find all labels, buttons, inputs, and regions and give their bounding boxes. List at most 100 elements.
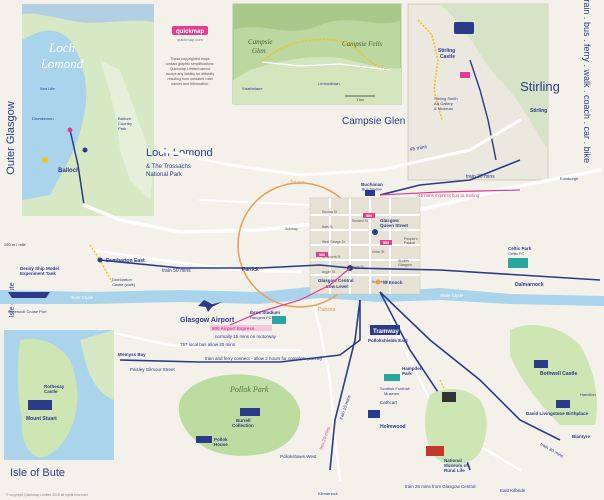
svg-text:& The Trossachs: & The Trossachs	[146, 164, 191, 170]
svg-text:names and information.: names and information.	[171, 82, 209, 86]
route-train-50: train 50 mins	[162, 268, 191, 274]
pollok-park: Pollok Park Burrell Collection Pollok Ho…	[178, 374, 301, 456]
ibrox-stadium[interactable]: Ibrox Stadium Rangers FC	[250, 310, 286, 324]
svg-text:Rangers FC: Rangers FC	[250, 315, 272, 320]
smith-gallery-label: Stirling Smith	[434, 96, 458, 101]
route-train-20: train 20 mins	[466, 174, 495, 180]
svg-text:Quickmap Limited cannot: Quickmap Limited cannot	[170, 67, 211, 71]
street-st-vincent: St Vincent St	[322, 255, 340, 259]
bothwell-park: Bothwell Castle David Livingstone Birthp…	[510, 325, 597, 425]
denny-ship-label: Denny Ship Model	[20, 266, 59, 271]
river-clyde-label: River Clyde	[70, 295, 94, 300]
campsie-glen-inset-label-2: Glen	[252, 47, 266, 55]
glasgow-queen-street[interactable]: Glasgow Queen Street	[372, 218, 409, 235]
holmwood[interactable]: Holmwood	[368, 410, 406, 430]
street-renfield: Renfield St	[352, 219, 368, 223]
scottish-football-label-2: Museum	[384, 391, 400, 396]
svg-text:Glasgow Airport: Glasgow Airport	[180, 317, 235, 324]
rothesay-label: Rothesay	[44, 384, 65, 389]
river-clyde: River Clyde River Clyde	[0, 286, 604, 306]
ship-icon	[8, 292, 50, 298]
svg-text:Queen Street: Queen Street	[380, 223, 409, 228]
peoples-palace-label: People's	[404, 237, 418, 241]
subway-label: Subway	[285, 227, 298, 231]
street-west-george: West George St	[322, 240, 345, 244]
tolaso-label: Tolaso	[290, 180, 305, 186]
stirling-castle-label: Stirling	[438, 48, 455, 54]
svg-text:Tramway: Tramway	[373, 329, 399, 335]
svg-text:Bus Station: Bus Station	[362, 187, 382, 192]
city-centre: Dundas St Bath St Renfield St West Georg…	[285, 182, 421, 295]
rothesay-label-2: Castle	[44, 389, 58, 394]
quickmap-logo[interactable]: quickmap quickmap.com	[172, 26, 208, 42]
isle-of-bute-inset: Rothesay Castle Mount Stuart	[4, 330, 114, 460]
quickmap-url[interactable]: quickmap.com	[177, 37, 203, 42]
strathblane-label: Strathblane	[242, 86, 263, 91]
svg-text:Glasgow: Glasgow	[380, 218, 399, 223]
svg-text:resulting from outdated road: resulting from outdated road	[168, 77, 213, 81]
svg-text:These copyrighted maps: These copyrighted maps	[170, 57, 210, 61]
stirling-castle-label-2: Castle	[440, 54, 455, 60]
svg-text:Celtic FC: Celtic FC	[508, 251, 525, 256]
blantyre-label: Blantyre	[572, 434, 591, 439]
partick-label: Partick	[242, 267, 259, 273]
svg-text:Low Level: Low Level	[326, 284, 348, 289]
svg-text:500: 500	[366, 214, 372, 218]
celtic-park[interactable]: Celtic Park Celtic FC	[508, 246, 532, 268]
campsie-fells-label: Campsie Fells	[342, 40, 383, 48]
campsie-glen-inset-label: Campsie	[248, 38, 273, 46]
national-museum-label-2: Museum of	[444, 463, 468, 468]
east-kilbride-label: East Kilbride	[500, 488, 526, 493]
sea-life-label: Sea Life	[40, 86, 55, 91]
paisley-label: Paisley Gilmour Street	[130, 367, 176, 372]
loch-lomond-lake-label: Loch	[48, 40, 75, 55]
cathcart-label: Cathcart	[380, 400, 398, 405]
svg-text:National Park: National Park	[146, 172, 183, 178]
route-train-ferry: train and ferry connect - allow 2 hours …	[205, 356, 323, 361]
edinburgh-label: Edinburgh	[560, 176, 578, 181]
dumbarton-castle-label: Dumbarton	[112, 277, 132, 282]
dubsea-label: Dubsea	[318, 307, 335, 313]
burrell-label-2: Collection	[232, 423, 254, 428]
badge-500-a	[363, 213, 375, 218]
outer-glasgow-label: Outer Glasgow	[5, 101, 17, 174]
airport-bus-label: 500 Airport Express	[212, 326, 255, 331]
svg-text:accept any liability for diffi: accept any liability for difficulty	[166, 72, 214, 76]
route-45-mins: 45 mins	[409, 144, 428, 153]
pollok-house-label: Pollok	[214, 437, 228, 442]
stirling-station-label: Stirling	[530, 108, 547, 114]
stirling-region-label: Stirling	[520, 79, 560, 94]
balloch-castle-label: Balloch	[118, 116, 131, 121]
pollok-house-label-2: House	[214, 442, 228, 447]
bus-routes	[229, 189, 521, 326]
svg-text:St Enoch: St Enoch	[383, 280, 403, 285]
national-museum-label: National	[444, 458, 462, 463]
buchanan-bus-station[interactable]: Buchanan Bus Station	[361, 182, 383, 196]
glasgow-airport[interactable]: Glasgow Airport	[180, 300, 235, 324]
motorway-label: normally 15 mins on motorway	[215, 334, 277, 339]
hampden-park[interactable]: Hampden Park	[384, 366, 423, 381]
balloch-castle-label-3: Park	[118, 126, 126, 131]
loch-lomond-lake-label-2: Lomond	[40, 56, 84, 71]
street-argyle: Argyle St	[322, 270, 335, 274]
footer-copyright: © copyright Quickmap Limited 2019 all ri…	[6, 493, 88, 497]
local-bus-label: 757 local bus allow 20 mins	[180, 342, 236, 347]
street-dundas: Dundas St	[322, 210, 337, 214]
badge-500-c	[316, 252, 328, 257]
tramway[interactable]: Tramway	[370, 325, 400, 335]
dumbarton-east[interactable]: Dumbarton East	[97, 257, 145, 265]
mount-stuart-label: Mount Stuart	[26, 416, 57, 422]
svg-text:Ibrox Stadium: Ibrox Stadium	[250, 310, 280, 315]
svg-text:Buchanan: Buchanan	[361, 182, 383, 187]
smith-gallery-label-2: Art Gallery	[434, 101, 453, 106]
smith-gallery-label-3: & Museum	[434, 106, 454, 111]
st-enoch[interactable]: St Enoch	[375, 279, 403, 286]
balloch-castle-label-2: Country	[118, 121, 132, 126]
svg-text:contain graphic simplification: contain graphic simplifications.	[166, 62, 215, 66]
stirling-inset: Stirling Castle Stirling Smith Art Galle…	[407, 3, 560, 181]
river-clyde-label-2: River Clyde	[440, 293, 464, 298]
sloans-label-2: Glasgow	[398, 263, 412, 267]
rail-lines	[99, 159, 601, 471]
route-express-bus: 45 mins express bus to Stirling	[418, 193, 480, 198]
svg-text:Celtic Park: Celtic Park	[508, 246, 532, 251]
